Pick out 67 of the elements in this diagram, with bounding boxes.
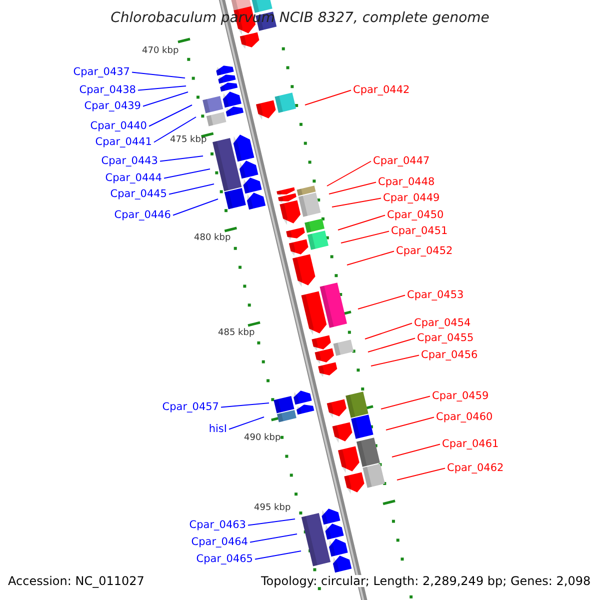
gene-label: Cpar_0451: [391, 226, 448, 236]
gene-label: Cpar_0453: [407, 290, 464, 300]
gene-label: Cpar_0454: [414, 318, 471, 328]
gene-label: Cpar_0446: [114, 210, 171, 220]
leader-line: [370, 354, 420, 366]
gene-label: Cpar_0450: [387, 210, 444, 220]
leader-line: [392, 444, 440, 458]
leader-line: [304, 90, 352, 106]
leader-line: [220, 402, 270, 408]
gene-label: Cpar_0457: [162, 402, 219, 412]
gene-label: Cpar_0463: [189, 520, 246, 530]
gene-label: Cpar_0440: [90, 121, 147, 132]
gene-label: Cpar_0449: [383, 193, 440, 204]
gene-label: Cpar_0462: [447, 463, 504, 474]
leader-line: [368, 338, 416, 352]
gene-label: Cpar_0447: [373, 156, 430, 166]
gene-label: Cpar_0460: [436, 412, 493, 422]
leader-line: [250, 534, 298, 543]
leader-line: [148, 104, 192, 127]
scale-label: 475 kbp: [170, 136, 207, 145]
footer-text: Accession: NC_011027: [8, 575, 144, 587]
leader-line: [380, 396, 430, 410]
leader-line: [172, 198, 218, 216]
gene-label: Cpar_0456: [421, 350, 478, 360]
gene-label: Cpar_0441: [95, 137, 152, 148]
gene-label: Cpar_0455: [417, 333, 474, 344]
leader-line: [338, 214, 386, 230]
gene-label: Cpar_0465: [196, 554, 253, 564]
leader-line: [396, 468, 446, 480]
gene-label: Cpar_0459: [432, 391, 489, 402]
gene-label: Cpar_0442: [353, 85, 410, 96]
gene-label: hisI: [208, 424, 227, 434]
scale-label: 490 kbp: [244, 434, 281, 443]
gene-label: Cpar_0444: [105, 173, 162, 184]
leader-line: [228, 416, 264, 430]
scale-label: 485 kbp: [218, 329, 255, 338]
gene-label: Cpar_0461: [442, 439, 499, 450]
gene-label: Cpar_0445: [110, 189, 167, 200]
leader-line: [346, 250, 394, 266]
leader-line: [164, 168, 210, 179]
leader-line: [168, 184, 214, 195]
leader-line: [332, 198, 382, 208]
scale-label: 480 kbp: [194, 234, 231, 243]
leader-line: [254, 550, 302, 560]
gene-label: Cpar_0438: [79, 85, 136, 96]
leader-line: [248, 518, 296, 526]
leader-line: [326, 160, 372, 186]
leader-line: [138, 86, 186, 91]
leader-line: [154, 116, 196, 143]
leader-line: [340, 230, 390, 244]
leader-line: [142, 92, 188, 107]
gene-label: Cpar_0464: [191, 537, 248, 548]
leader-line: [358, 294, 406, 310]
scale-label: 495 kbp: [254, 504, 291, 513]
gene-label: Cpar_0439: [84, 101, 141, 112]
leader-line: [132, 72, 186, 78]
gene-label: Cpar_0443: [101, 156, 158, 166]
leader-line: [364, 322, 412, 340]
gene-label: Cpar_0452: [396, 246, 453, 256]
gene-label: Cpar_0448: [378, 177, 435, 188]
leader-line: [328, 182, 376, 194]
footer-text: Topology: circular; Length: 2,289,249 bp; Genes: 2,098: [261, 575, 591, 587]
title: Chlorobaculum parvum NCIB 8327, complete genome: [110, 11, 490, 25]
leader-line: [386, 416, 434, 430]
scale-label: 470 kbp: [142, 47, 179, 56]
gene-label: Cpar_0437: [73, 67, 130, 78]
leader-line: [160, 156, 204, 162]
